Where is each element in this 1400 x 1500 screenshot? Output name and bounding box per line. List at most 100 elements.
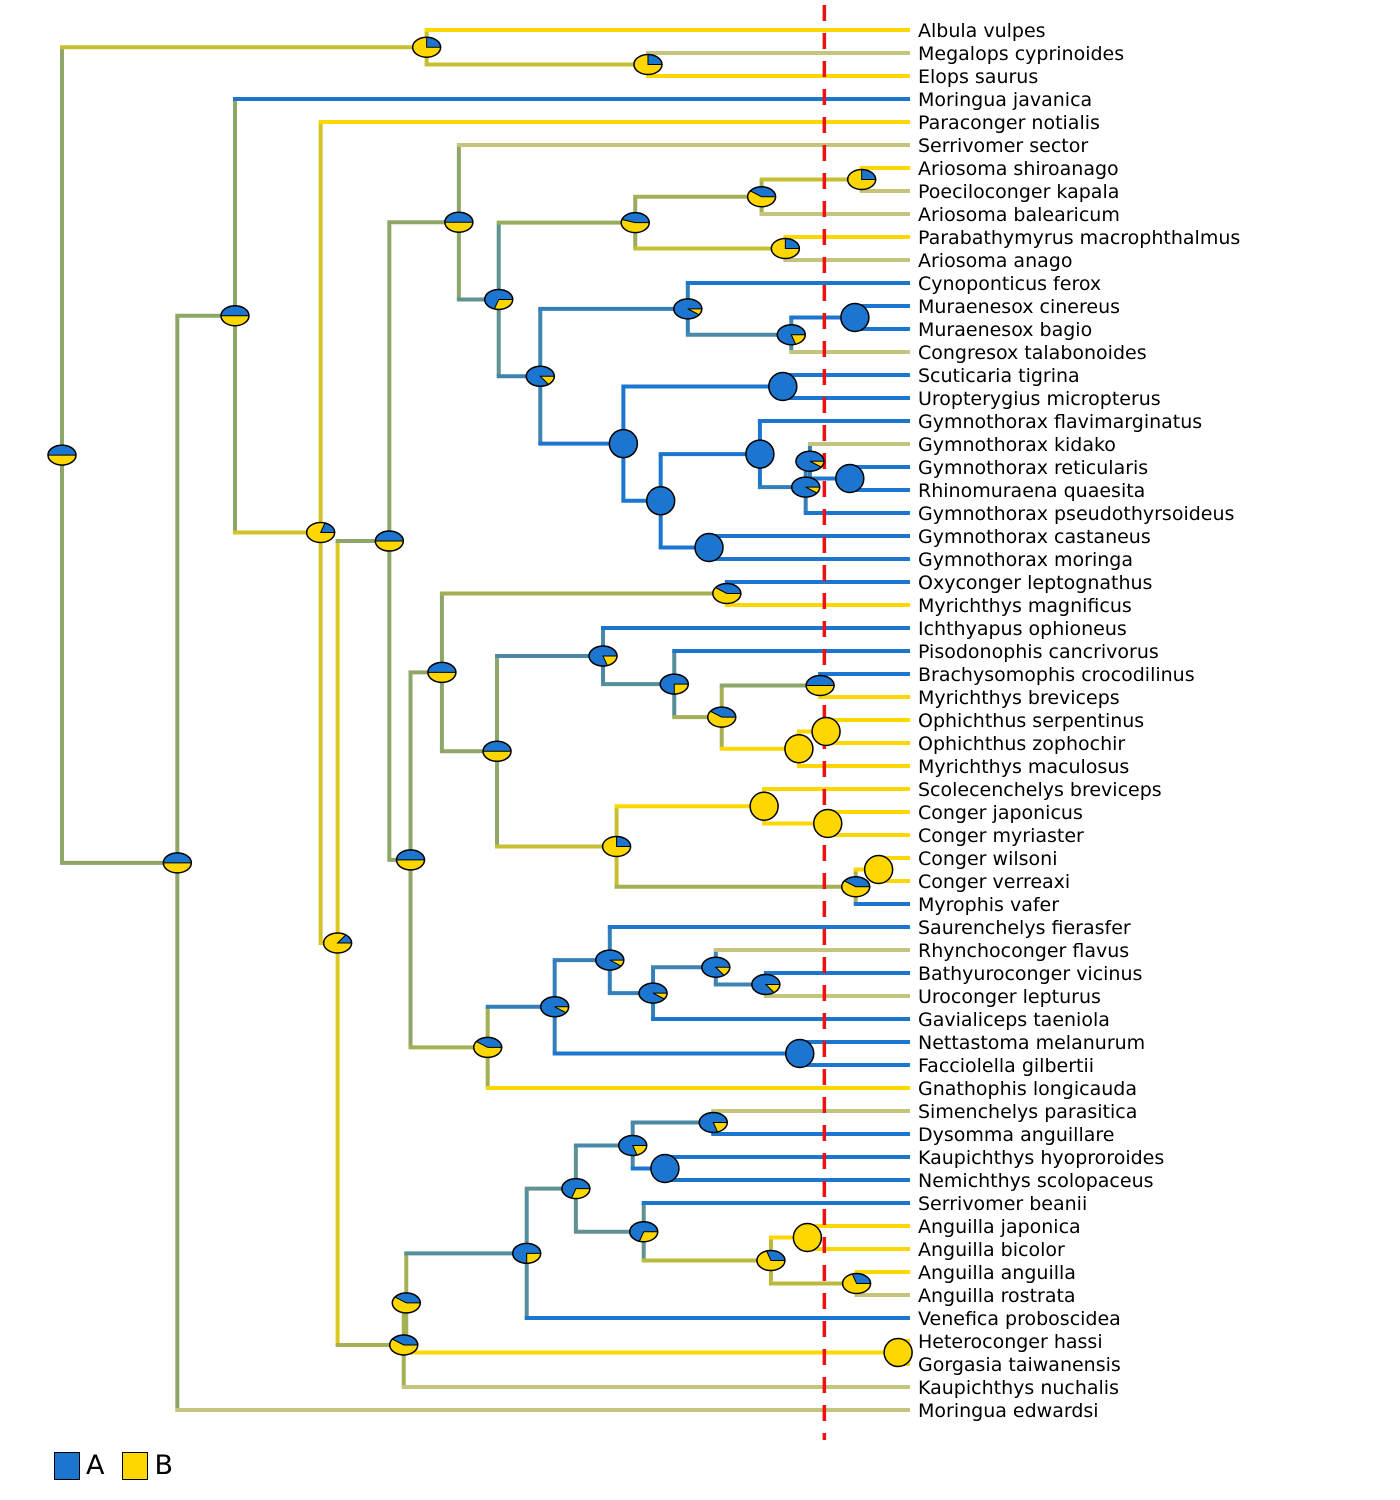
pie-outline — [374, 530, 405, 552]
pie-outline — [633, 53, 663, 76]
tree-branches — [60, 28, 910, 1412]
tip-label: Oxyconger leptognathus — [918, 572, 1152, 594]
node-pie — [745, 439, 775, 469]
node-pie — [483, 288, 514, 311]
node-pie — [776, 324, 807, 346]
tip-label: Brachysomophis crocodilinus — [918, 664, 1195, 686]
tip-label: Saurenchelys fierasfer — [918, 917, 1131, 939]
tip-label: Heteroconger hassi — [918, 1331, 1103, 1353]
node-pie — [395, 849, 426, 871]
tip-label: Rhynchoconger flavus — [918, 940, 1129, 962]
tip-label: Ophichthus zophochir — [918, 733, 1125, 755]
node-pie — [863, 854, 894, 885]
tip-label: Gymnothorax pseudothyrsoideus — [918, 503, 1234, 525]
pie-slice-a — [805, 675, 835, 686]
tip-label: Ariosoma anago — [918, 250, 1072, 272]
tip-label: Venefica proboscidea — [918, 1308, 1121, 1330]
tip-label: Nemichthys scolopaceus — [918, 1170, 1154, 1192]
node-pie — [588, 645, 618, 667]
node-pie — [391, 1292, 422, 1314]
node-pie — [712, 582, 742, 605]
tip-label: Anguilla rostrata — [918, 1285, 1076, 1307]
node-pie — [841, 1272, 872, 1295]
pie-slice-a — [374, 530, 404, 542]
node-pie — [525, 365, 556, 388]
tip-label: Scolecenchelys breviceps — [918, 779, 1162, 801]
tip-label: Rhinomuraena quaesita — [918, 480, 1145, 502]
pie-slice-a — [396, 849, 426, 861]
node-pie — [305, 521, 336, 544]
pie-slice-a — [482, 740, 512, 752]
pie-outline — [712, 582, 742, 605]
tip-label: Gymnothorax flavimarginatus — [918, 411, 1202, 433]
pie-outline — [220, 305, 250, 327]
tip-label: Myrichthys breviceps — [918, 687, 1120, 709]
pie-state-a — [745, 439, 775, 469]
pie-state-b — [863, 854, 894, 885]
pie-outline — [483, 288, 514, 311]
pie-state-b — [749, 791, 779, 821]
pie-outline — [411, 36, 442, 58]
pie-state-a — [768, 371, 798, 402]
tip-label: Uropterygius micropterus — [918, 388, 1161, 410]
node-pie — [701, 956, 731, 978]
pie-outline — [776, 324, 807, 346]
tip-label: Gorgasia taiwanensis — [918, 1354, 1121, 1376]
node-pie — [561, 1177, 591, 1200]
node-pie — [608, 428, 639, 459]
pie-outline — [305, 521, 336, 544]
pie-state-b — [784, 734, 814, 764]
node-pie — [645, 486, 676, 516]
pie-state-b — [812, 808, 843, 839]
tip-label: Ichthyapus ophioneus — [918, 618, 1127, 640]
pie-state-b — [811, 716, 841, 747]
pie-state-b — [792, 1222, 823, 1253]
node-pie — [472, 1036, 503, 1059]
pie-outline — [805, 674, 835, 697]
pie-outline — [673, 298, 703, 320]
tip-label: Serrivomer beanii — [918, 1193, 1087, 1215]
node-pie — [835, 463, 865, 494]
tip-label: Conger wilsoni — [918, 848, 1057, 870]
tip-label: Bathyuroconger vicinus — [918, 963, 1142, 985]
tip-label: Albula vulpes — [918, 20, 1046, 42]
node-pie — [427, 661, 457, 684]
tip-label: Parabathymyrus macrophthalmus — [918, 227, 1240, 249]
node-pie — [790, 476, 821, 498]
tip-label: Congresox talabonoides — [918, 342, 1147, 364]
tip-label: Simenchelys parasitica — [918, 1101, 1137, 1123]
node-pie — [322, 932, 353, 954]
tip-label: Scuticaria tigrina — [918, 365, 1080, 387]
pie-outline — [601, 835, 632, 858]
pie-slice-a — [162, 852, 192, 864]
pie-slice-a — [444, 211, 474, 223]
tip-label: Gnathophis longicauda — [918, 1078, 1137, 1100]
node-pie — [162, 852, 193, 874]
node-pie — [756, 1249, 786, 1272]
node-pie — [47, 444, 77, 466]
node-pie — [795, 450, 825, 472]
node-pie — [220, 305, 250, 327]
pie-outline — [746, 186, 777, 208]
tip-label: Ophichthus serpentinus — [918, 710, 1144, 732]
tip-label: Facciolella gilbertii — [918, 1055, 1094, 1077]
tip-label: Myrichthys maculosus — [918, 756, 1129, 778]
node-pie — [633, 53, 663, 76]
tip-label: Myrophis vafer — [918, 894, 1059, 916]
pie-outline — [482, 740, 512, 763]
tip-label: Conger verreaxi — [918, 871, 1070, 893]
tip-label: Cynoponticus ferox — [918, 273, 1101, 295]
tip-label: Elops saurus — [918, 66, 1038, 88]
tip-label: Moringua javanica — [918, 89, 1092, 111]
node-pie — [706, 706, 737, 728]
node-pie — [840, 302, 870, 333]
node-pie — [840, 876, 871, 898]
node-pie — [638, 982, 668, 1004]
node-pie — [482, 740, 512, 763]
tip-label: Muraenesox bagio — [918, 319, 1092, 341]
tip-label: Kaupichthys nuchalis — [918, 1377, 1119, 1399]
node-pie — [673, 298, 703, 320]
tip-label: Gymnothorax kidako — [918, 434, 1116, 456]
pie-slice-a — [220, 305, 250, 317]
pie-state-a — [785, 1038, 815, 1069]
